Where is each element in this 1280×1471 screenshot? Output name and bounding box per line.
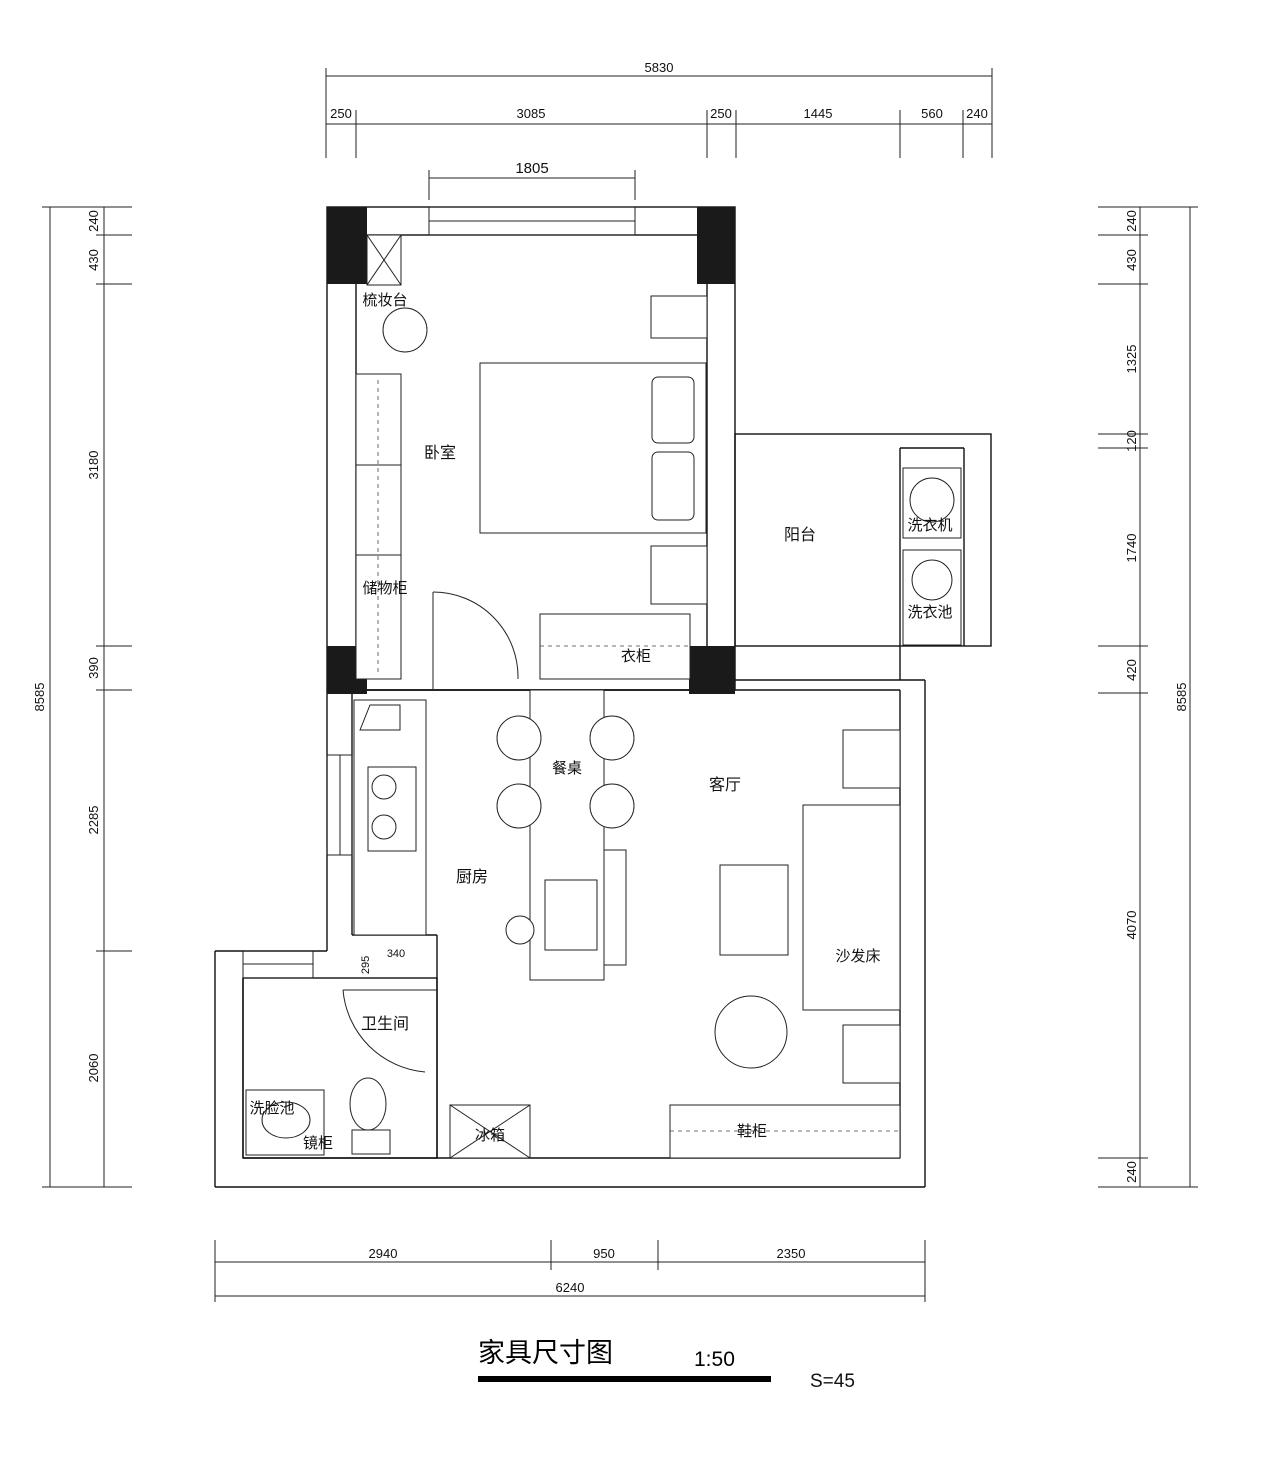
right-dimension-lines: [1098, 206, 1198, 1188]
bath-dim-295: 295: [360, 956, 372, 974]
left-seg-4: 390: [86, 657, 101, 679]
bottom-seg-1: 2940: [369, 1246, 398, 1261]
right-seg-5: 1740: [1124, 534, 1139, 563]
room-label-bedroom: 卧室: [424, 443, 456, 462]
wardrobe: [539, 613, 691, 680]
top-seg-1: 250: [330, 106, 352, 121]
right-seg-1: 240: [1124, 210, 1139, 232]
coffee-table: [714, 864, 789, 1069]
room-label-living: 客厅: [709, 775, 741, 794]
top-seg-6: 240: [966, 106, 988, 121]
furniture-label-fridge: 冰箱: [475, 1126, 505, 1144]
fridge: [449, 1104, 531, 1159]
wash-basin: [245, 1089, 325, 1156]
top-seg-3: 250: [710, 106, 732, 121]
furniture-label-dining: 餐桌: [552, 759, 582, 777]
storage-cabinet: [355, 373, 402, 680]
toilet: [349, 1077, 391, 1155]
bottom-seg-2: 950: [593, 1246, 615, 1261]
structural-columns: [327, 207, 735, 694]
furniture-label-wardrobe: 衣柜: [621, 647, 651, 665]
drawing-scale: 1:50: [694, 1348, 735, 1371]
tv-cabinet: [842, 729, 901, 789]
bathroom-door: [342, 989, 437, 1073]
left-seg-1: 240: [86, 210, 101, 232]
right-seg-8: 240: [1124, 1161, 1139, 1183]
title-underline: [478, 1376, 771, 1382]
bedroom-door: [432, 591, 519, 690]
top-seg-5: 560: [921, 106, 943, 121]
shoe-cabinet: [669, 1104, 901, 1159]
bath-dim-340: 340: [387, 948, 405, 960]
top-total-dim: 5830: [645, 60, 674, 75]
bottom-dimension-lines: [214, 1240, 926, 1302]
furniture-label-shoe-cabinet: 鞋柜: [737, 1122, 767, 1140]
washing-machine: [902, 467, 962, 539]
left-dimension-lines: [42, 206, 132, 1188]
room-label-bathroom: 卫生间: [361, 1014, 409, 1033]
left-seg-2: 430: [86, 249, 101, 271]
right-seg-6: 420: [1124, 659, 1139, 681]
top-seg-4: 1445: [804, 106, 833, 121]
furniture-label-wash-basin: 洗脸池: [249, 1099, 294, 1117]
dresser: [366, 234, 428, 353]
drawing-s-value: S=45: [810, 1371, 855, 1392]
drawing-title: 家具尺寸图: [478, 1338, 613, 1369]
laundry-sink: [902, 549, 962, 646]
furniture-label-laundry-sink: 洗衣池: [907, 603, 952, 621]
right-seg-2: 430: [1124, 249, 1139, 271]
sofa-bed: [802, 804, 901, 1011]
furniture-label-washer: 洗衣机: [907, 516, 952, 534]
bed: [479, 295, 708, 605]
left-seg-6: 2060: [86, 1054, 101, 1083]
top-dimension-lines: [325, 68, 993, 200]
stove: [367, 766, 417, 852]
right-total-dim: 8585: [1174, 683, 1189, 712]
room-label-balcony: 阳台: [784, 525, 816, 544]
right-seg-7: 4070: [1124, 911, 1139, 940]
furniture-label-storage: 储物柜: [362, 579, 407, 597]
room-label-kitchen: 厨房: [456, 867, 488, 886]
left-seg-3: 3180: [86, 451, 101, 480]
furniture-label-dresser: 梳妆台: [362, 291, 407, 309]
top-seg-2: 3085: [517, 106, 546, 121]
furniture-label-mirror-cabinet: 镜柜: [303, 1134, 333, 1152]
left-total-dim: 8585: [32, 683, 47, 712]
window-width-dim: 1805: [515, 160, 548, 177]
bottom-total-dim: 6240: [556, 1280, 585, 1295]
furniture-label-sofa-bed: 沙发床: [835, 947, 880, 965]
kitchen-sink: [505, 849, 627, 966]
side-cabinet: [842, 1024, 901, 1084]
right-seg-4: 120: [1124, 430, 1139, 452]
bottom-seg-3: 2350: [777, 1246, 806, 1261]
right-seg-3: 1325: [1124, 345, 1139, 374]
left-seg-5: 2285: [86, 806, 101, 835]
